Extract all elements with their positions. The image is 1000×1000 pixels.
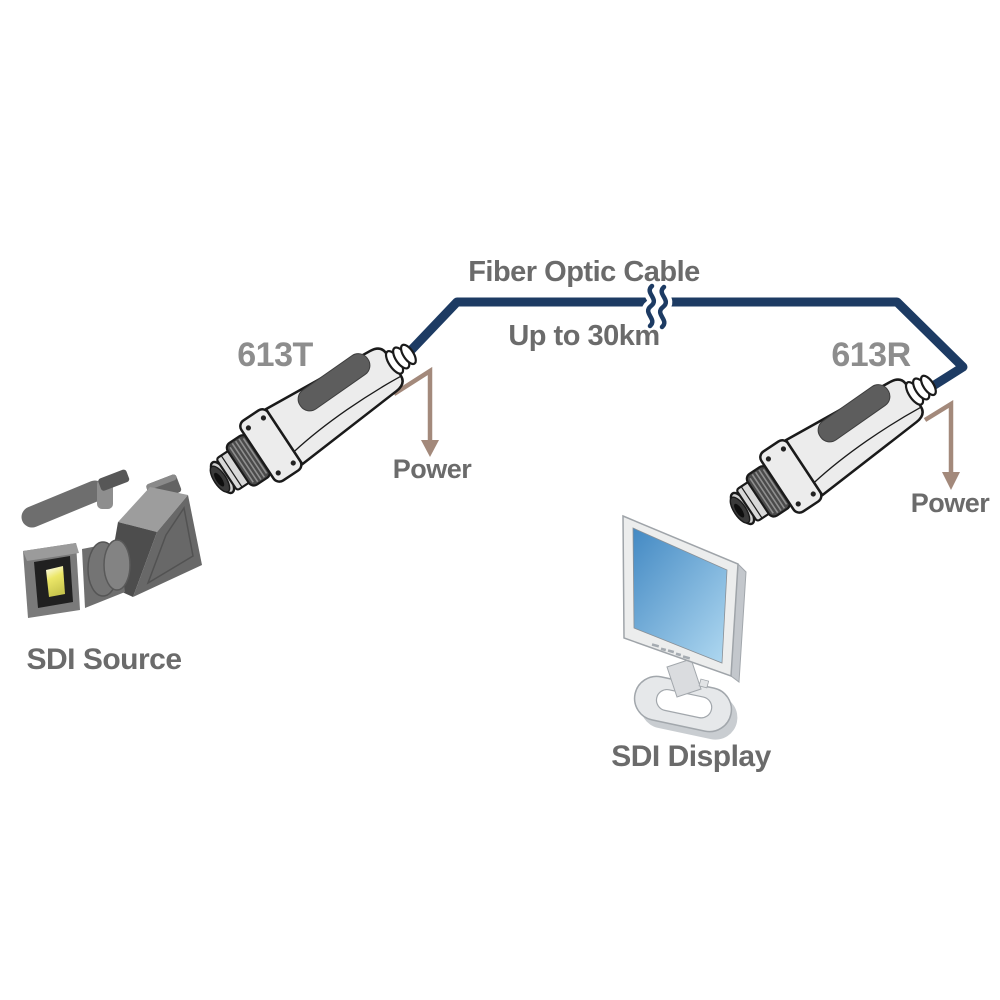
transmitter-power-arrow (392, 366, 439, 457)
receiver-power-label: Power (911, 488, 991, 518)
camera-lens-glint (46, 566, 65, 597)
power-arrow-line (923, 399, 954, 474)
camera-hood-top-edge (23, 543, 79, 561)
camera-handle (21, 480, 106, 528)
fiber-cable-line (393, 297, 968, 396)
receiver-power-arrow (923, 399, 960, 490)
sdi-display-label: SDI Display (611, 740, 771, 773)
monitor-power-button (698, 678, 710, 689)
transmitter-model-label: 613T (237, 336, 313, 374)
sdi-source-label: SDI Source (26, 643, 181, 676)
camera-body-top (118, 487, 188, 532)
camera-body-side (133, 495, 202, 597)
monitor-screen (632, 527, 728, 664)
power-arrowhead-icon (421, 440, 439, 457)
transmitter-power-label: Power (393, 454, 473, 484)
monitor-brand-marks (651, 643, 691, 660)
camera-viewfinder-top (146, 474, 177, 490)
power-arrowhead-icon (942, 472, 960, 490)
receiver-model-label: 613R (831, 336, 910, 374)
power-arrow-line (392, 366, 433, 442)
cable-break-squiggles (645, 283, 669, 330)
monitor-icon (622, 514, 747, 740)
fiber-cable-label: Fiber Optic Cable (468, 256, 700, 288)
camera-top-bracket (98, 469, 130, 491)
camera-side-panel-line (146, 506, 194, 585)
camera-lens-ring-inner (103, 539, 131, 591)
cable-distance-label: Up to 30km (508, 320, 659, 352)
cable-break-icon (641, 279, 673, 334)
monitor-neck (666, 658, 702, 698)
camera-icon (21, 469, 202, 618)
